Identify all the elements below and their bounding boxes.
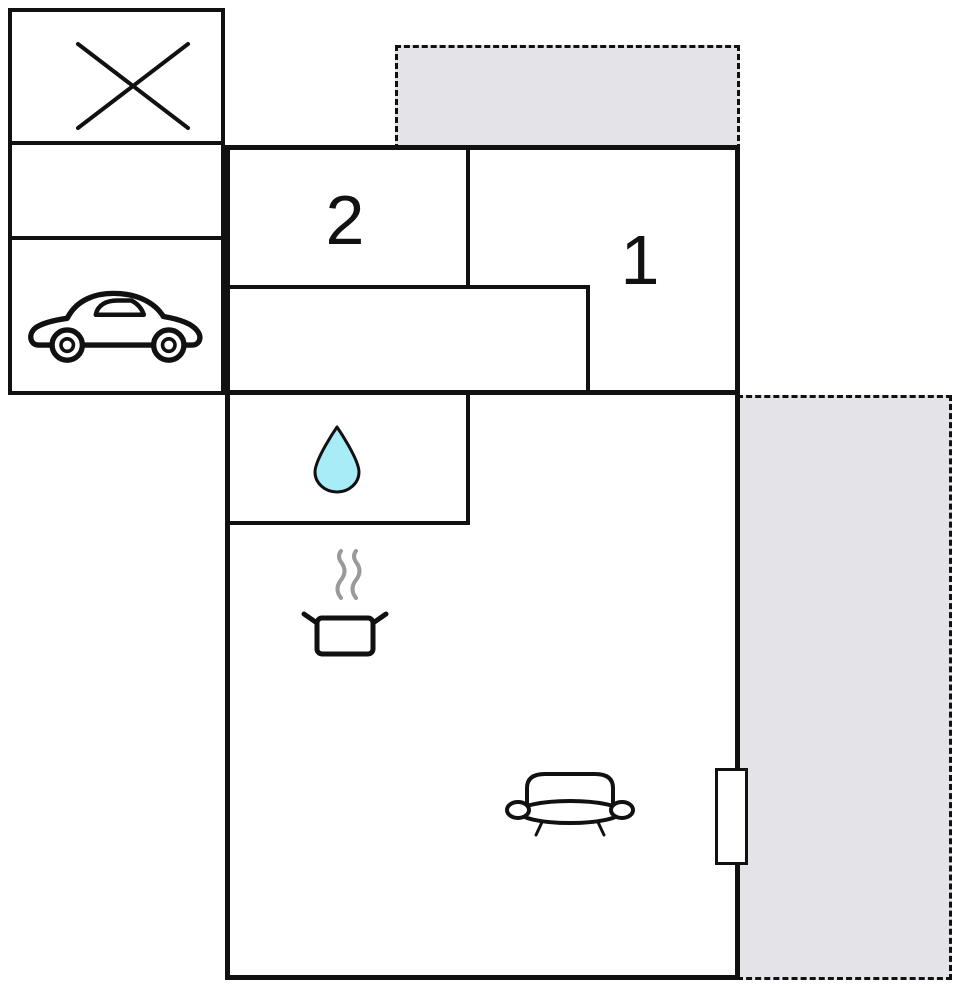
steam-icon [331,548,367,600]
wall-room-divider [466,145,470,287]
cooking-pot-icon [301,602,389,660]
garage-room [8,236,225,395]
terrace-right [737,395,952,980]
car-icon [20,272,216,370]
wall-bathroom-bottom [225,521,470,525]
wall-corridor-right [586,285,590,395]
sofa-icon [505,768,635,840]
terrace-top [395,45,740,150]
wall-mid-horizontal [225,390,740,395]
crossed-out-room [8,8,225,145]
door-marker [715,768,748,865]
room-2-label: 2 [325,181,365,259]
wall-corridor-top [225,285,590,289]
building-outline [225,145,740,980]
room-1-label: 1 [620,221,660,299]
storage-room [8,141,225,240]
water-drop-icon [311,424,363,494]
cross-icon [74,40,192,132]
wall-bathroom-right [466,395,470,525]
